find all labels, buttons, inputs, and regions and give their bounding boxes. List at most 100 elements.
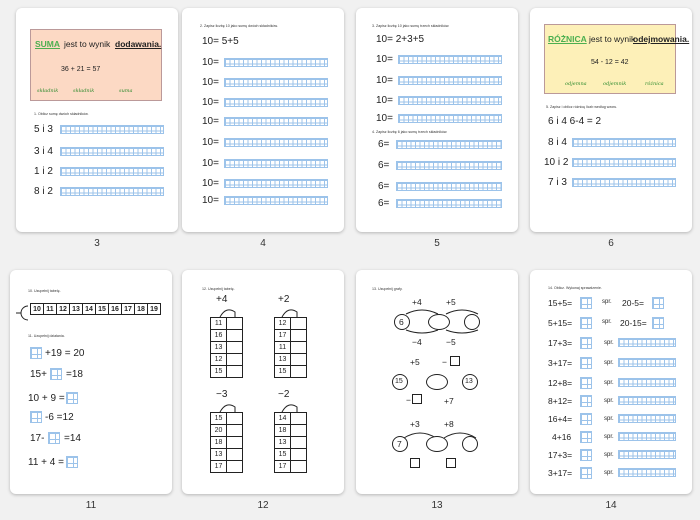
graph-node[interactable] <box>426 374 448 390</box>
answer-box[interactable] <box>580 431 592 443</box>
answer-grid[interactable] <box>60 125 164 134</box>
answer-grid[interactable] <box>224 98 328 107</box>
answer-grid[interactable] <box>398 96 502 105</box>
answer-grid[interactable] <box>398 114 502 123</box>
answer-box[interactable] <box>580 377 592 389</box>
graph-node[interactable] <box>428 314 450 330</box>
check-label: spr. <box>604 434 614 440</box>
answer-box[interactable] <box>580 337 592 349</box>
answer-grid[interactable] <box>60 187 164 196</box>
empty-cell[interactable] <box>226 365 243 378</box>
answer-grid[interactable] <box>618 450 676 459</box>
empty-cell[interactable] <box>226 424 243 437</box>
answer-grid[interactable] <box>398 55 502 64</box>
answer-grid[interactable] <box>60 147 164 156</box>
check-label: spr. <box>604 360 614 366</box>
answer-grid[interactable] <box>396 161 502 170</box>
answer-grid[interactable] <box>572 138 676 147</box>
page-thumbnail-13[interactable]: 13. Uzupełnij grafy. +4 +5 6 −4 −5 +5 − … <box>356 270 518 494</box>
page-thumbnail-5[interactable]: 3. Zapisz liczbę 10 jako sumę trzech skł… <box>356 8 518 232</box>
answer-grid[interactable] <box>398 76 502 85</box>
answer-grid[interactable] <box>224 159 328 168</box>
graph-node[interactable] <box>426 436 448 452</box>
answer-grid[interactable] <box>224 196 328 205</box>
answer-grid[interactable] <box>618 338 676 347</box>
empty-cell[interactable] <box>226 329 243 342</box>
answer-box[interactable] <box>450 356 460 366</box>
check-label: spr. <box>604 416 614 422</box>
curve-arrow-icon <box>281 404 298 413</box>
empty-cell[interactable] <box>226 448 243 461</box>
answer-grid[interactable] <box>618 414 676 423</box>
table-cell: 18 <box>134 303 148 315</box>
empty-cell[interactable] <box>290 436 307 449</box>
answer-box[interactable] <box>580 395 592 407</box>
page-thumbnail-12[interactable]: 12. Uzupełnij tabelę. +4 +2 11 16 13 12 … <box>182 270 344 494</box>
row-label: 6= <box>378 139 390 150</box>
answer-grid[interactable] <box>224 117 328 126</box>
empty-cell[interactable] <box>290 341 307 354</box>
answer-box[interactable] <box>580 297 592 309</box>
answer-grid[interactable] <box>396 140 502 149</box>
page-thumbnail-14[interactable]: 14. Oblicz. Wykonaj sprawdzenie. 15+5= s… <box>530 270 692 494</box>
answer-grid[interactable] <box>224 138 328 147</box>
answer-box[interactable] <box>580 467 592 479</box>
empty-cell[interactable] <box>290 460 307 473</box>
answer-grid[interactable] <box>618 468 676 477</box>
graph-node[interactable] <box>462 436 478 452</box>
empty-cell[interactable] <box>226 353 243 366</box>
empty-cell[interactable] <box>290 448 307 461</box>
empty-cell[interactable] <box>290 412 307 425</box>
card-equation: 54 - 12 = 42 <box>591 59 629 66</box>
answer-box[interactable] <box>652 297 664 309</box>
answer-grid[interactable] <box>224 58 328 67</box>
row-label: 10= <box>376 95 393 106</box>
answer-grid[interactable] <box>618 358 676 367</box>
graph-node[interactable] <box>464 314 480 330</box>
answer-box[interactable] <box>66 392 78 404</box>
empty-cell[interactable] <box>290 317 307 330</box>
answer-grid[interactable] <box>618 396 676 405</box>
row-label: 10= <box>376 54 393 65</box>
empty-cell[interactable] <box>226 341 243 354</box>
answer-box[interactable] <box>50 368 62 380</box>
answer-grid[interactable] <box>60 167 164 176</box>
answer-box[interactable] <box>48 432 60 444</box>
answer-grid[interactable] <box>572 178 676 187</box>
answer-box[interactable] <box>30 411 42 423</box>
answer-box[interactable] <box>30 347 42 359</box>
answer-box[interactable] <box>410 458 420 468</box>
answer-grid[interactable] <box>224 179 328 188</box>
answer-box[interactable] <box>580 413 592 425</box>
answer-box[interactable] <box>580 317 592 329</box>
row-label: 10= <box>376 113 393 124</box>
page-number: 11 <box>85 500 97 511</box>
page-thumbnail-3[interactable]: SUMA jest to wynik dodawania. 36 + 21 = … <box>16 8 178 232</box>
answer-box[interactable] <box>580 449 592 461</box>
empty-cell[interactable] <box>226 412 243 425</box>
graph-op: −5 <box>446 337 456 347</box>
answer-grid[interactable] <box>618 378 676 387</box>
answer-box[interactable] <box>652 317 664 329</box>
example-equation: 10= 2+3+5 <box>376 34 425 45</box>
empty-cell[interactable] <box>290 424 307 437</box>
equation-label: 16+4= <box>548 414 573 424</box>
empty-cell[interactable] <box>226 317 243 330</box>
page-thumbnail-6[interactable]: RÓŻNICA jest to wynik odejmowania. 54 - … <box>530 8 692 232</box>
answer-grid[interactable] <box>618 432 676 441</box>
page-thumbnail-4[interactable]: 2. Zapisz liczbę 10 jako sumę dwóch skła… <box>182 8 344 232</box>
empty-cell[interactable] <box>226 436 243 449</box>
answer-grid[interactable] <box>396 199 502 208</box>
empty-cell[interactable] <box>290 353 307 366</box>
answer-grid[interactable] <box>396 182 502 191</box>
empty-cell[interactable] <box>290 365 307 378</box>
empty-cell[interactable] <box>290 329 307 342</box>
page-thumbnail-11[interactable]: 10. Uzupełnij tabelę. 10 11 12 13 14 15 … <box>10 270 172 494</box>
answer-box[interactable] <box>66 456 78 468</box>
answer-box[interactable] <box>446 458 456 468</box>
answer-box[interactable] <box>580 357 592 369</box>
answer-grid[interactable] <box>572 158 676 167</box>
empty-cell[interactable] <box>226 460 243 473</box>
answer-grid[interactable] <box>224 78 328 87</box>
answer-box[interactable] <box>412 394 422 404</box>
